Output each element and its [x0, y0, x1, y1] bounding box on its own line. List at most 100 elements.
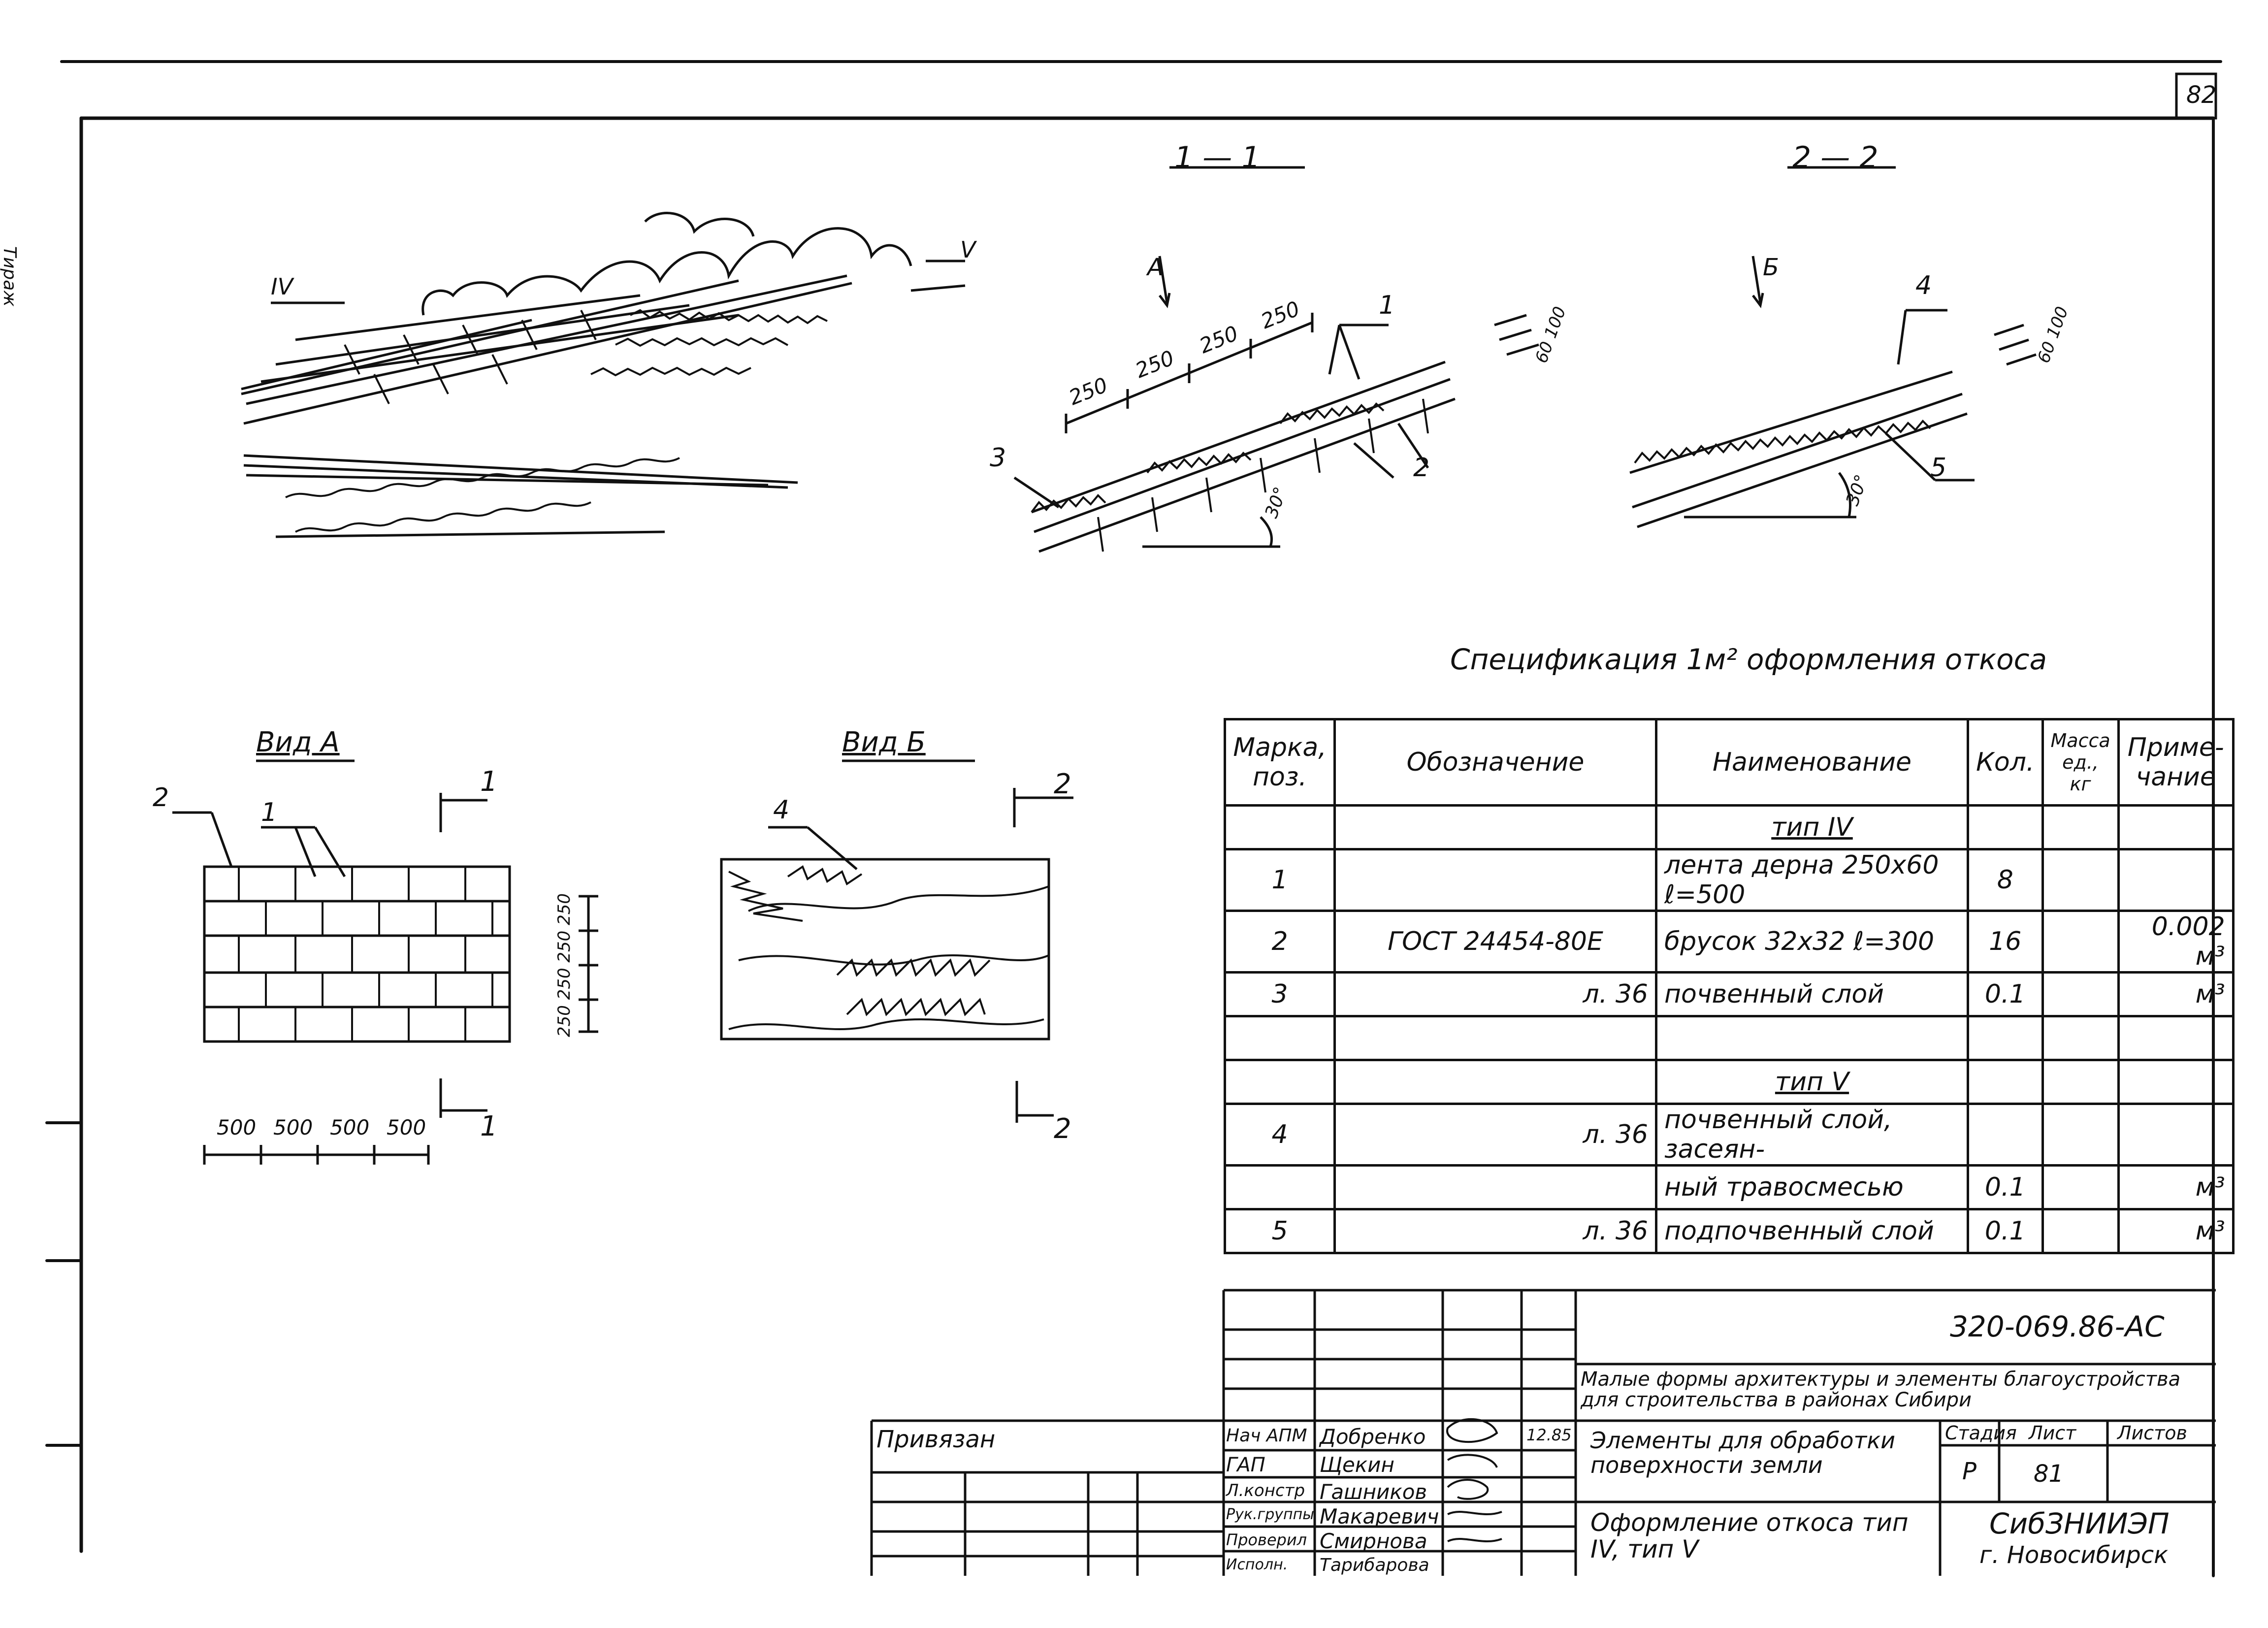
view-b-title: Вид Б	[842, 726, 926, 758]
staff-role: ГАП	[1226, 1454, 1265, 1476]
spec-cell	[1333, 1164, 1657, 1210]
spec-cell	[2117, 804, 2235, 850]
spec-cell: 3	[1224, 971, 1336, 1017]
staff-role: Нач АПМ	[1226, 1426, 1307, 1446]
spec-table: Марка, поз. Обозначение Наименование Кол…	[1224, 718, 2235, 1254]
spec-cell	[1224, 1059, 1336, 1105]
spec-cell	[2041, 1103, 2120, 1167]
spec-header-designation: Обозначение	[1333, 718, 1657, 807]
view-b-callout-4: 4	[773, 795, 790, 825]
spec-cell	[2041, 848, 2120, 912]
spec-cell: 4	[1224, 1103, 1336, 1167]
staff-role: Л.констр	[1226, 1481, 1305, 1500]
title-sheet: 81	[2034, 1460, 2064, 1488]
spec-cell	[2041, 1208, 2120, 1254]
staff-role: Рук.группы	[1226, 1506, 1314, 1523]
view-a-dim-3: 500	[330, 1115, 370, 1140]
table-row: 1 лента дерна 250х60 ℓ=500 8	[1224, 848, 2235, 912]
title-sheets-label: Листов	[2117, 1422, 2187, 1444]
spec-header-mass: Масса ед., кг	[2041, 718, 2120, 807]
spec-header-note: Приме- чание	[2117, 718, 2235, 807]
spec-cell	[2117, 1015, 2235, 1061]
spec-cell: 1	[1224, 848, 1336, 912]
spec-cell	[1333, 1015, 1657, 1061]
title-section: Элементы для обработки поверхности земли	[1590, 1427, 1896, 1478]
section-1-callout-3: 3	[990, 443, 1006, 473]
spec-cell: подпочвенный слой	[1655, 1208, 1969, 1254]
section-2-2-title: 2 — 2	[1792, 140, 1879, 175]
spec-cell	[1655, 1015, 1969, 1061]
view-b-section-mark-bottom: 2	[1054, 1113, 1071, 1145]
spec-cell	[2117, 1059, 2235, 1105]
spec-cell: ный травосмесью	[1655, 1164, 1969, 1210]
title-org: СибЗНИИЭП	[1989, 1507, 2170, 1540]
spec-cell	[1967, 1059, 2044, 1105]
title-bound: Привязан	[876, 1426, 996, 1453]
spec-cell	[2117, 1103, 2235, 1167]
title-stage: Р	[1962, 1458, 1976, 1485]
table-row: 3 л. 36 почвенный слой 0.1 м³	[1224, 971, 2235, 1017]
table-row: ный травосмесью 0.1 м³	[1224, 1164, 2235, 1210]
staff-name: Щекин	[1320, 1453, 1394, 1477]
staff-name: Смирнова	[1320, 1529, 1427, 1553]
spec-cell	[1224, 1164, 1336, 1210]
title-project: Малые формы архитектуры и элементы благо…	[1581, 1368, 2181, 1411]
spec-cell: почвенный слой	[1655, 971, 1969, 1017]
spec-header-qty: Кол.	[1967, 718, 2044, 807]
spec-cell	[1333, 1059, 1657, 1105]
spec-cell: 0.1	[1967, 1208, 2044, 1254]
spec-cell: тип IV	[1655, 804, 1969, 850]
staff-role: Проверил	[1226, 1530, 1307, 1549]
title-stage-label: Стадия	[1945, 1422, 2017, 1444]
spec-cell: 0.1	[1967, 1164, 2044, 1210]
table-row: 4 л. 36 почвенный слой, засеян-	[1224, 1103, 2235, 1167]
spec-cell: л. 36	[1333, 971, 1657, 1017]
title-drawing: Оформление откоса тип IV, тип V	[1590, 1508, 1909, 1563]
staff-name: Добренко	[1320, 1425, 1426, 1449]
section-1-callout-1: 1	[1379, 291, 1395, 320]
spec-cell	[2117, 848, 2235, 912]
spec-header-row: Марка, поз. Обозначение Наименование Кол…	[1224, 718, 2235, 807]
title-date: 12.85	[1526, 1426, 1572, 1444]
view-a-drawing	[172, 759, 598, 1165]
spec-cell	[1967, 1015, 2044, 1061]
spec-cell	[1224, 804, 1336, 850]
spec-cell	[2041, 971, 2120, 1017]
title-city: г. Новосибирск	[1979, 1541, 2169, 1569]
section-2-arrow-label: Б	[1763, 254, 1779, 281]
view-a-dim-1: 500	[217, 1115, 257, 1140]
spec-cell	[2041, 1059, 2120, 1105]
staff-name: Тарибарова	[1320, 1555, 1429, 1575]
spec-cell	[1967, 804, 2044, 850]
spec-cell: 5	[1224, 1208, 1336, 1254]
title-sheet-label: Лист	[2029, 1422, 2076, 1444]
plan-label-iv: IV	[271, 273, 293, 300]
spec-cell: почвенный слой, засеян-	[1655, 1103, 1969, 1167]
spec-cell	[2041, 1164, 2120, 1210]
staff-role: Исполн.	[1226, 1556, 1288, 1573]
spec-cell	[1333, 804, 1657, 850]
spec-header-mark: Марка, поз.	[1224, 718, 1336, 807]
spec-cell: 16	[1967, 910, 2044, 974]
spec-cell	[1224, 1015, 1336, 1061]
table-row: 2 ГОСТ 24454-80Е брусок 32х32 ℓ=300 16 0…	[1224, 910, 2235, 974]
spec-cell: л. 36	[1333, 1103, 1657, 1167]
sheet-number: 82	[2186, 81, 2217, 109]
spec-title: Спецификация 1м² оформления откоса	[1450, 643, 2047, 676]
spec-cell: 0.1	[1967, 971, 2044, 1017]
view-a-title: Вид А	[256, 726, 340, 758]
staff-name: Макаревич	[1320, 1504, 1439, 1529]
view-a-callout-2: 2	[153, 783, 169, 813]
slope-plan-drawing	[241, 212, 966, 538]
plan-label-v: V	[960, 236, 976, 263]
spec-cell: брусок 32х32 ℓ=300	[1655, 910, 1969, 974]
spec-cell	[2041, 804, 2120, 850]
view-b-section-mark-top: 2	[1054, 768, 1071, 800]
section-1-1-drawing	[1013, 166, 1539, 553]
view-a-section-mark-bottom: 1	[480, 1110, 498, 1142]
spec-cell: лента дерна 250х60 ℓ=500	[1655, 848, 1969, 912]
spec-cell: м³	[2117, 1164, 2235, 1210]
section-2-2-drawing	[1629, 166, 2037, 528]
